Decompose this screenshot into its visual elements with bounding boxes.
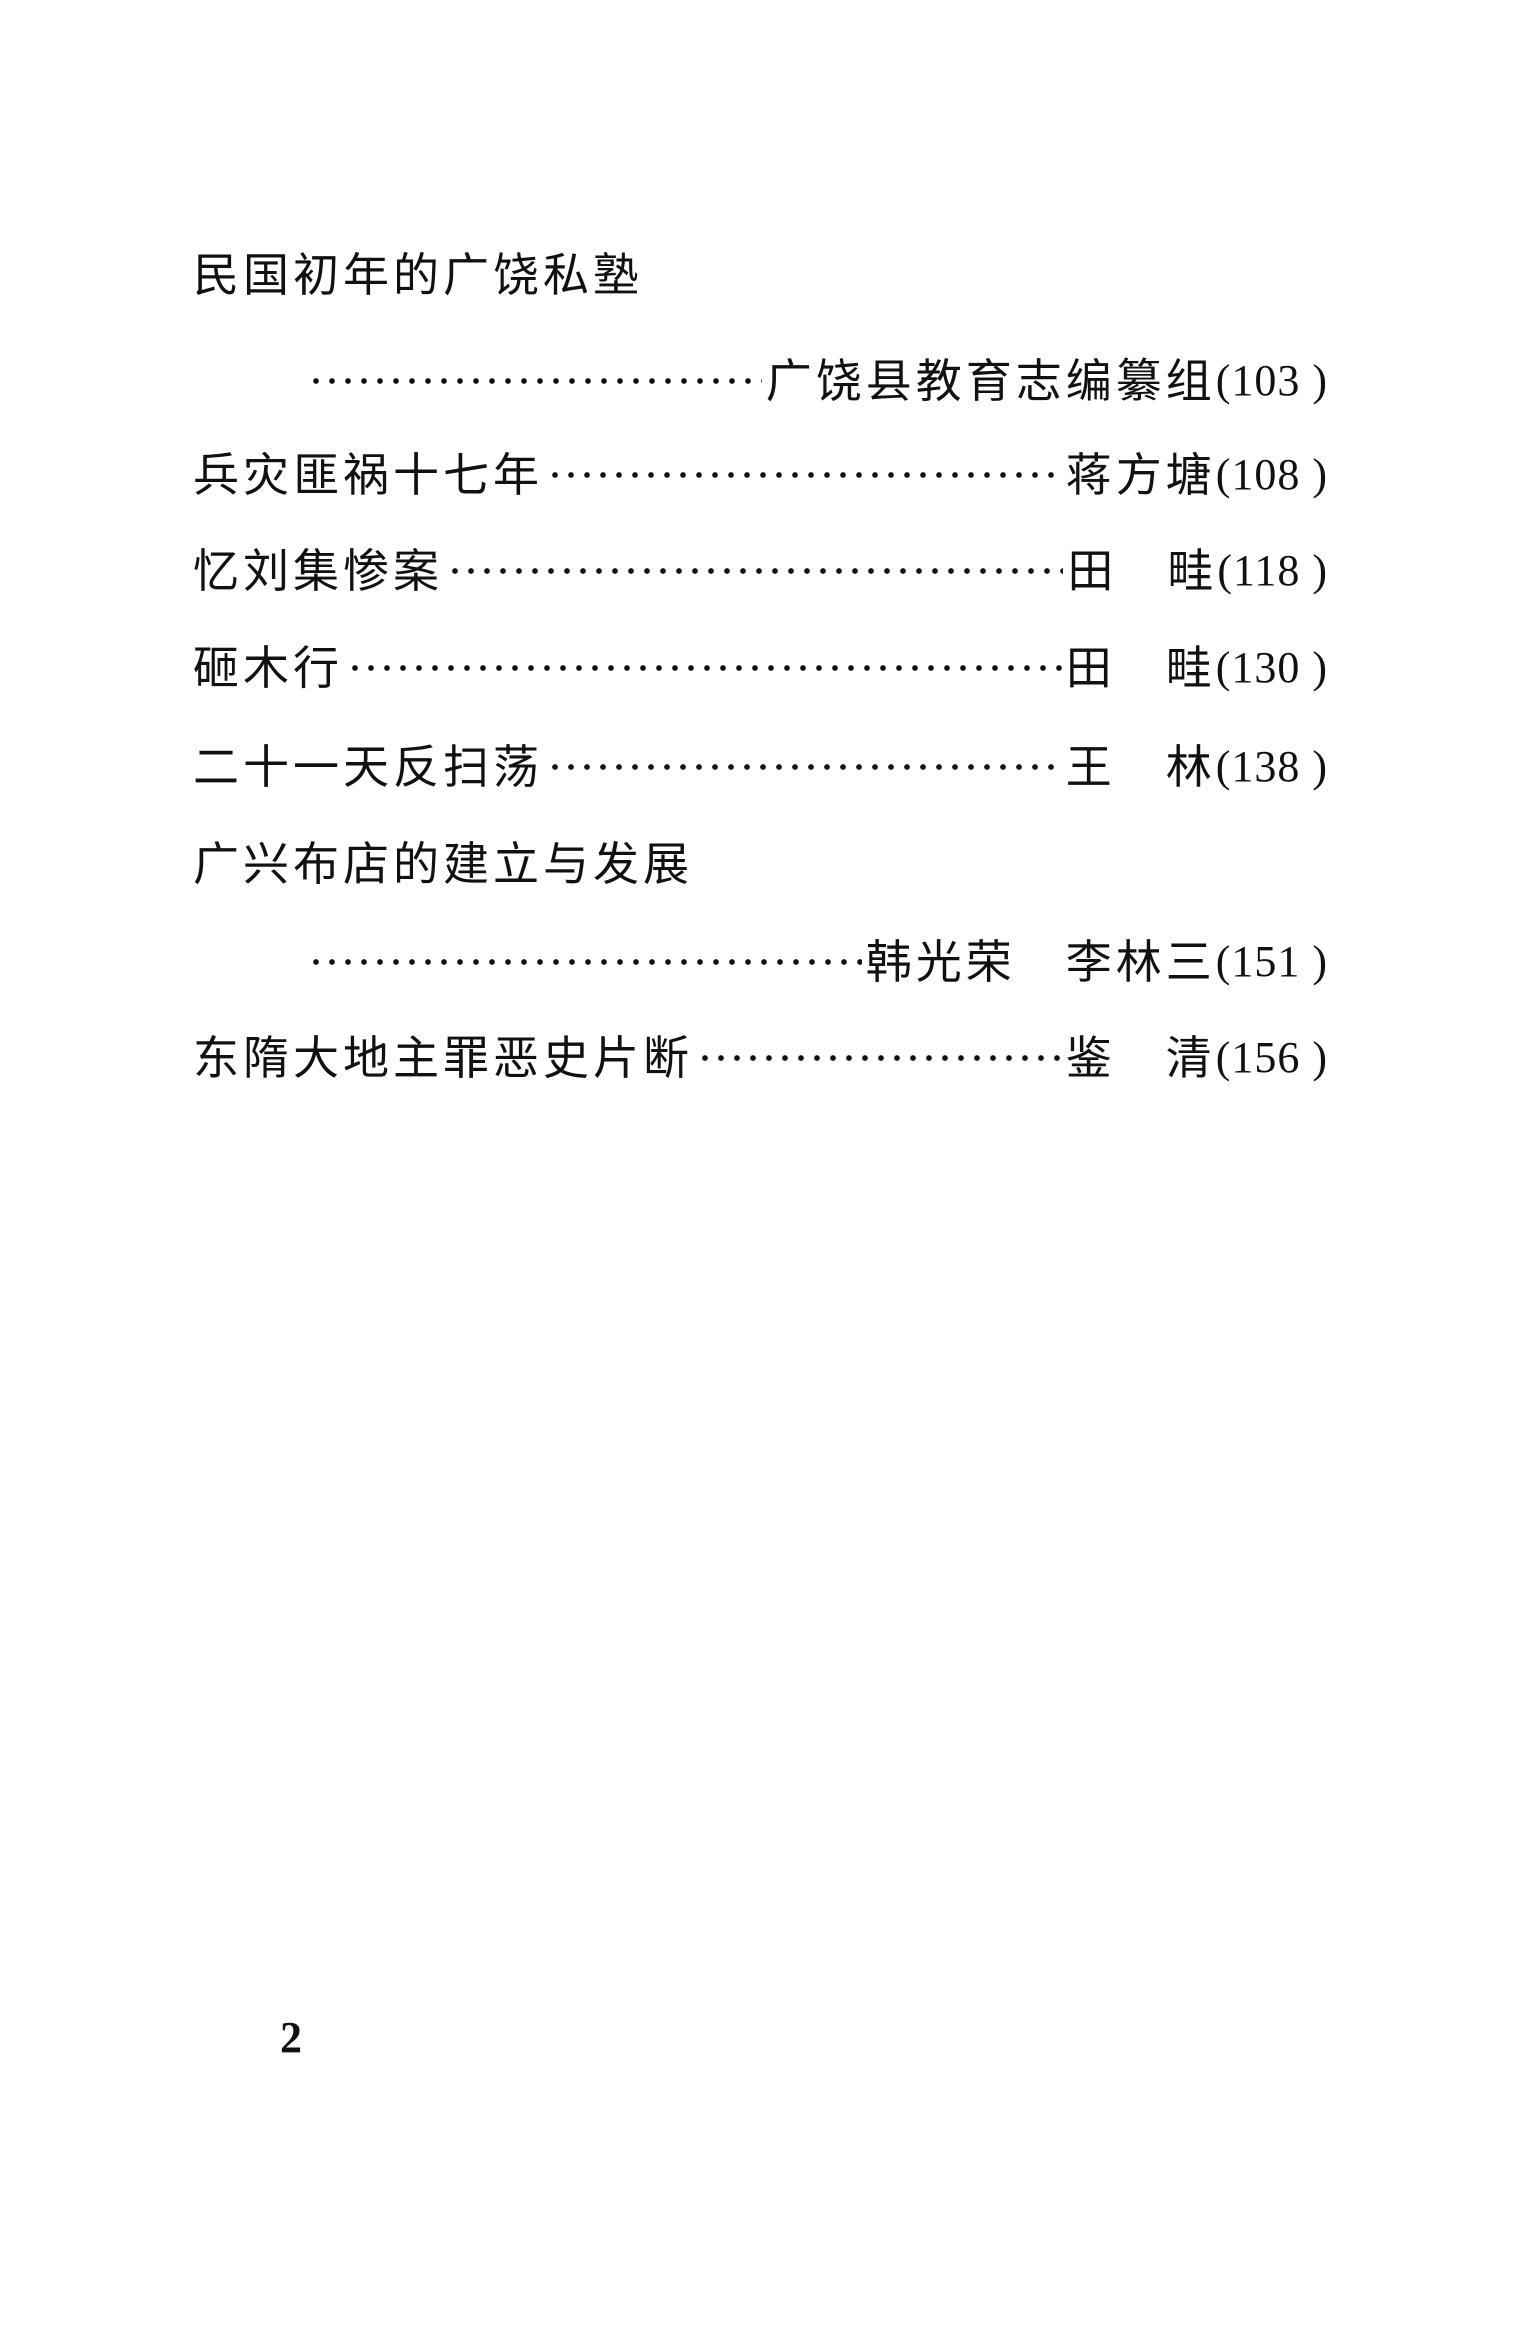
- toc-entry-continuation: 韩光荣 李林三 (151 ): [304, 934, 1328, 990]
- entry-page: (103 ): [1215, 356, 1328, 405]
- entry-title: 兵灾匪祸十七年: [193, 448, 543, 502]
- entry-page: (108 ): [1215, 450, 1328, 499]
- entry-page: (151 ): [1215, 937, 1328, 986]
- toc-entry-continuation: 广饶县教育志编纂组 (103 ): [304, 353, 1328, 409]
- toc-entry-title-only: 民国初年的广饶私塾: [193, 247, 1328, 303]
- entry-page: (156 ): [1215, 1033, 1328, 1082]
- page-number: 2: [280, 2013, 302, 2062]
- entry-page: (118 ): [1217, 546, 1328, 595]
- entry-author: 韩光荣 李林三: [865, 935, 1216, 989]
- leader-dots: [547, 470, 1062, 480]
- entry-author: 田 畦: [1067, 544, 1218, 598]
- entry-author: 鉴 清: [1065, 1031, 1216, 1085]
- entry-author: 王 林: [1065, 740, 1216, 794]
- toc-entry: 二十一天反扫荡 王 林 (138 ): [193, 739, 1328, 795]
- toc-entry: 兵灾匪祸十七年 蒋方塘 (108 ): [193, 447, 1328, 503]
- leader-dots: [547, 762, 1062, 772]
- toc-entry: 东隋大地主罪恶史片断 鉴 清 (156 ): [193, 1030, 1328, 1086]
- entry-title: 东隋大地主罪恶史片断: [193, 1031, 693, 1085]
- entry-title: 忆刘集惨案: [193, 544, 443, 598]
- entry-author: 广饶县教育志编纂组: [765, 354, 1216, 408]
- entry-page: (130 ): [1215, 643, 1328, 692]
- leader-dots: [308, 376, 762, 386]
- toc-entry-title-only: 广兴布店的建立与发展: [193, 836, 1328, 892]
- entry-title: 民国初年的广饶私塾: [193, 248, 643, 302]
- toc-entry: 忆刘集惨案 田 畦 (118 ): [193, 543, 1328, 599]
- entry-author: 田 畦: [1065, 641, 1216, 695]
- entry-title: 二十一天反扫荡: [193, 740, 543, 794]
- leader-dots: [447, 566, 1064, 576]
- leader-dots: [347, 663, 1062, 673]
- leader-dots: [697, 1053, 1062, 1063]
- entry-author: 蒋方塘: [1065, 448, 1216, 502]
- leader-dots: [308, 957, 862, 967]
- toc-entry: 砸木行 田 畦 (130 ): [193, 640, 1328, 696]
- entry-title: 广兴布店的建立与发展: [193, 837, 693, 891]
- entry-title: 砸木行: [193, 641, 343, 695]
- entry-page: (138 ): [1215, 742, 1328, 791]
